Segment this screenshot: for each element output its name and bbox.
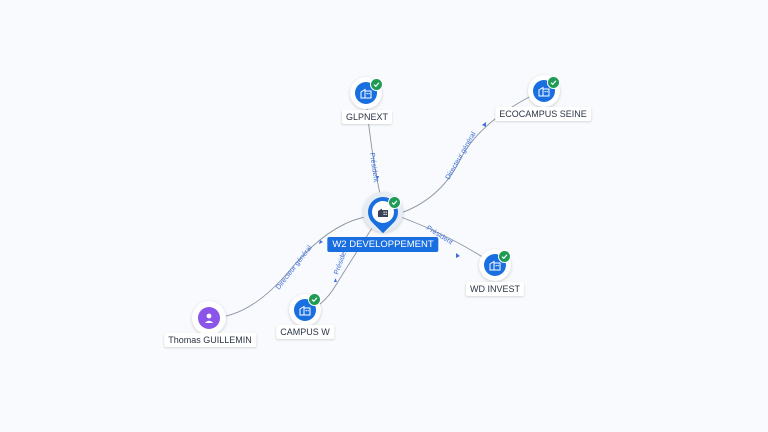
building-icon bbox=[489, 260, 501, 271]
arrow-campusw bbox=[334, 278, 337, 282]
edge-label-thomas: Directeur général bbox=[275, 244, 314, 291]
node-label-w2-developpement: W2 DEVELOPPEMENT bbox=[327, 237, 439, 252]
verified-check-icon bbox=[370, 78, 383, 91]
node-label-wd-invest: WD INVEST bbox=[465, 282, 525, 296]
edge-thomas bbox=[209, 215, 371, 319]
node-label-campus-w: CAMPUS W bbox=[276, 325, 334, 339]
verified-check-icon bbox=[388, 196, 401, 209]
edge-label-ecocampus: Directeur général bbox=[445, 131, 478, 181]
node-halo bbox=[192, 301, 226, 335]
node-label-ecocampus-seine: ECOCAMPUS SEINE bbox=[495, 107, 591, 121]
building-icon bbox=[378, 208, 388, 217]
building-icon bbox=[360, 88, 372, 99]
verified-check-icon bbox=[308, 293, 321, 306]
map-pin-marker bbox=[361, 190, 405, 234]
edge-label-glpnext: Président bbox=[368, 152, 379, 182]
verified-check-icon bbox=[498, 250, 511, 263]
building-icon bbox=[299, 305, 311, 316]
arrow-thomas bbox=[319, 240, 323, 244]
node-label-glpnext: GLPNEXT bbox=[341, 110, 393, 124]
arrow-wdinvest bbox=[456, 253, 460, 258]
person-icon bbox=[204, 313, 214, 323]
node-halo bbox=[528, 75, 560, 107]
node-halo bbox=[350, 77, 382, 109]
building-icon bbox=[538, 86, 550, 97]
arrow-glpnext bbox=[376, 176, 379, 180]
verified-check-icon bbox=[547, 76, 560, 89]
node-label-thomas-guillemin: Thomas GUILLEMIN bbox=[164, 333, 256, 347]
arrow-ecocampus bbox=[482, 122, 486, 127]
